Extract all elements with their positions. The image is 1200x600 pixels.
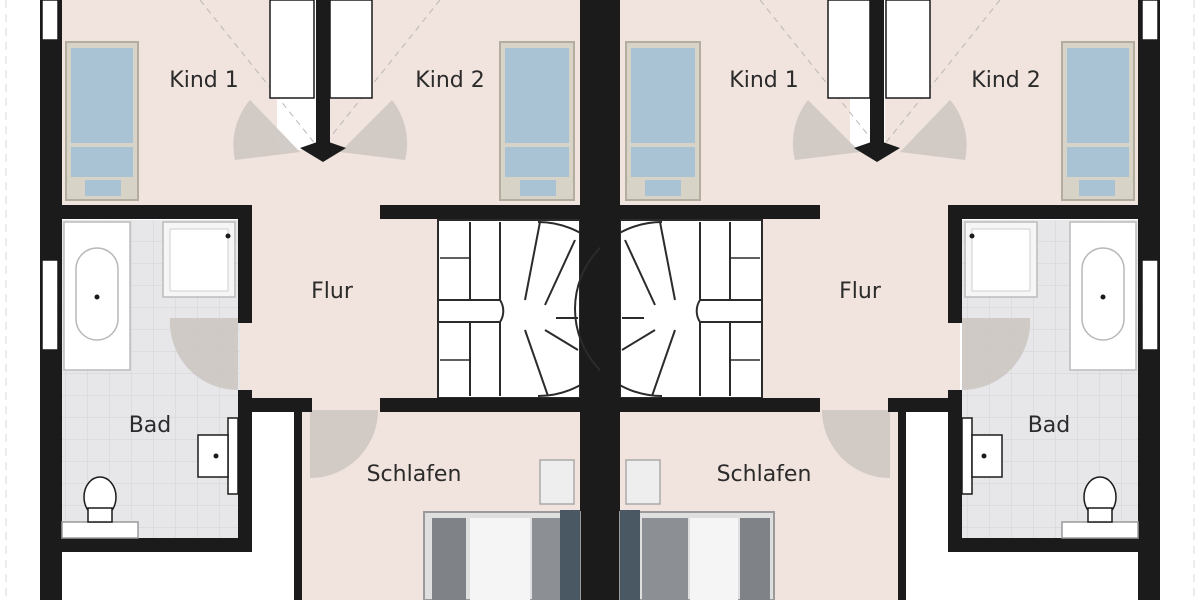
door-swing-icon	[169, 318, 238, 391]
bathtub-icon	[63, 221, 131, 371]
door-swing-icon	[233, 100, 300, 160]
house-unit-right: Kind 1 Kind 2 Flur Bad Schlafen	[574, 0, 1160, 600]
toilet-icon	[1061, 476, 1139, 539]
single-bed-icon	[499, 41, 575, 201]
walls-right	[600, 0, 1160, 600]
room-label-schlafen-left: Schlafen	[367, 462, 462, 487]
sink-icon	[961, 417, 1003, 495]
single-bed-icon	[65, 41, 139, 201]
single-bed-icon	[1061, 41, 1135, 201]
door-swing-icon	[792, 100, 860, 160]
closet-right-floor	[900, 410, 948, 600]
house-unit-left: Kind 1 Kind 2 Flur Bad Schlafen	[40, 0, 626, 600]
door-swing-icon	[340, 100, 408, 160]
bathtub-icon	[1069, 221, 1137, 371]
room-label-schlafen-right: Schlafen	[717, 462, 812, 487]
room-flur-left-floor	[240, 150, 440, 410]
toilet-icon	[61, 476, 139, 539]
door-swing-icon	[900, 100, 967, 160]
staircase-icon	[437, 219, 626, 399]
door-swing-icon	[310, 410, 378, 478]
room-label-kind2-left: Kind 2	[415, 68, 484, 93]
room-flur-right-floor	[760, 150, 960, 410]
shower-icon	[162, 221, 236, 298]
double-bed-icon	[619, 459, 775, 600]
room-label-bad-right: Bad	[1028, 413, 1071, 438]
room-label-kind1-left: Kind 1	[169, 68, 238, 93]
room-label-bad-left: Bad	[129, 413, 172, 438]
door-swing-icon	[962, 318, 1031, 391]
closet-left-floor	[252, 410, 300, 600]
room-label-flur-left: Flur	[311, 279, 354, 304]
single-bed-icon	[625, 41, 701, 201]
shower-icon	[964, 221, 1038, 298]
double-bed-icon	[423, 459, 581, 600]
door-swing-icon	[822, 410, 890, 478]
storage-right-floor	[963, 552, 1138, 600]
staircase-icon	[574, 219, 763, 399]
room-label-kind2-right: Kind 2	[971, 68, 1040, 93]
sink-icon	[197, 417, 239, 495]
storage-left-floor	[62, 552, 237, 600]
walls-left	[40, 0, 600, 600]
room-label-kind1-right: Kind 1	[729, 68, 798, 93]
room-label-flur-right: Flur	[839, 279, 882, 304]
